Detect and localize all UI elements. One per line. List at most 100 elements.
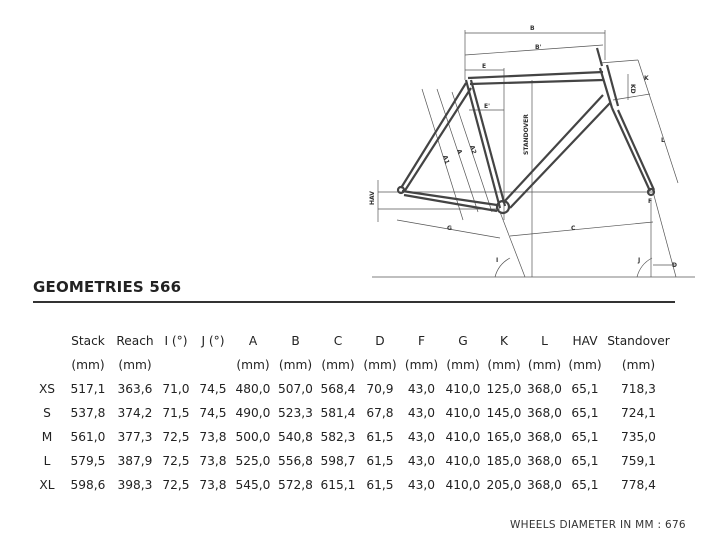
table-row-cell: 718,3: [621, 382, 656, 396]
label-c: C: [571, 225, 576, 232]
header-row-cell: L: [541, 334, 548, 348]
table-row-cell: 579,5: [70, 454, 106, 468]
table-row-cell: 387,9: [117, 454, 153, 468]
table-row-cell: 61,5: [366, 454, 394, 468]
table-row-cell: 72,5: [162, 478, 190, 492]
table-row-cell: 537,8: [70, 406, 106, 420]
label-e-prime: E': [484, 103, 490, 110]
table-row-cell: 545,0: [235, 478, 271, 492]
table-row-cell: 374,2: [117, 406, 153, 420]
table-row-cell: 73,8: [199, 454, 227, 468]
label-hav: HAV: [369, 191, 376, 205]
table-row-cell: XL: [39, 478, 55, 492]
table-row-cell: 523,3: [278, 406, 313, 420]
label-j: J: [637, 257, 640, 264]
label-d: D: [672, 262, 677, 269]
table-row-cell: XS: [38, 382, 56, 396]
table-row: S 537,8 374,2 71,5 74,5 490,0 523,3 581,4 67,8 43…: [30, 401, 672, 425]
header-row-cell: B: [291, 334, 300, 348]
table-row-cell: 615,1: [320, 478, 356, 492]
table-row-cell: 525,0: [235, 454, 271, 468]
label-a1: A1: [441, 154, 450, 165]
label-l: L: [661, 137, 665, 144]
units-row-cell: (mm): [446, 358, 480, 372]
label-a: A: [455, 148, 463, 155]
wheels-diameter-note: WHEELS DIAMETER IN MM : 676: [510, 519, 686, 531]
table-row-cell: 43,0: [407, 406, 436, 420]
table-row-cell: 43,0: [407, 454, 436, 468]
table-row-cell: 759,1: [621, 454, 656, 468]
table-row-cell: 72,5: [162, 430, 190, 444]
table-row-cell: 73,8: [199, 478, 227, 492]
table-row-cell: 368,0: [527, 478, 562, 492]
table-row-cell: 73,8: [199, 430, 227, 444]
table-row-cell: 71,5: [162, 406, 190, 420]
table-row-cell: 65,1: [571, 406, 599, 420]
label-b: B: [530, 25, 535, 32]
table-row-cell: 377,3: [117, 430, 153, 444]
table-row-cell: 410,0: [445, 406, 481, 420]
frame-geometry-diagram: B B' E E' A1 A A2 STANDOVER K KD L HAV G…: [369, 25, 695, 278]
table-row-cell: 61,5: [366, 478, 394, 492]
table-row-cell: 368,0: [527, 430, 562, 444]
table-row-cell: 598,6: [70, 478, 106, 492]
units-row-cell: [194, 353, 232, 377]
header-row-cell: Stack: [71, 334, 105, 348]
table-row-cell: 70,9: [366, 382, 394, 396]
table-row-cell: 368,0: [527, 382, 562, 396]
table-row-cell: 410,0: [445, 382, 481, 396]
header-row-cell: Reach: [116, 334, 154, 348]
units-row-cell: (mm): [118, 358, 152, 372]
table-row-cell: 67,8: [366, 406, 394, 420]
label-kd: KD: [629, 84, 636, 94]
table-row-cell: 724,1: [621, 406, 656, 420]
units-row-cell: (mm): [568, 358, 602, 372]
table-row-cell: 65,1: [571, 382, 599, 396]
header-row-cell: Standover: [607, 334, 670, 348]
table-row-cell: 43,0: [407, 478, 436, 492]
table-row-cell: 735,0: [621, 430, 656, 444]
table-row-cell: 561,0: [70, 430, 106, 444]
units-row-cell: (mm): [71, 358, 105, 372]
table-row-cell: 185,0: [486, 454, 522, 468]
units-row-cell: [30, 353, 64, 377]
table-row-cell: 500,0: [235, 430, 271, 444]
header-row-cell: I (°): [164, 334, 188, 348]
table-row-cell: L: [43, 454, 51, 468]
table-row-cell: S: [43, 406, 51, 420]
label-k: K: [644, 75, 649, 82]
bike-frame: [396, 47, 656, 215]
page-title: GEOMETRIES 566: [33, 278, 182, 296]
units-row-cell: (mm): [487, 358, 521, 372]
table-row-cell: 556,8: [278, 454, 313, 468]
table-row-cell: 125,0: [486, 382, 522, 396]
label-e: E: [482, 63, 486, 70]
title-divider: [33, 301, 675, 303]
units-row-cell: (mm): [527, 358, 562, 372]
header-row-cell: K: [500, 334, 508, 348]
table-row-cell: 490,0: [235, 406, 271, 420]
units-row-cell: (mm): [236, 358, 270, 372]
header-row-cell: [30, 329, 64, 353]
table-row-cell: 410,0: [445, 478, 481, 492]
table-row-cell: 398,3: [117, 478, 153, 492]
header-row-cell: HAV: [572, 334, 598, 348]
label-g: G: [447, 225, 452, 232]
table-row-cell: 507,0: [278, 382, 313, 396]
table-row-cell: 517,1: [70, 382, 106, 396]
label-a2: A2: [468, 144, 477, 155]
table-row-cell: 43,0: [407, 430, 436, 444]
header-row-cell: D: [375, 334, 385, 348]
header-row-cell: C: [333, 334, 343, 348]
table-row-cell: 368,0: [527, 454, 562, 468]
units-row-cell: (mm): [278, 358, 313, 372]
table-row-cell: 568,4: [320, 382, 356, 396]
table-row-cell: 581,4: [320, 406, 356, 420]
units-row-cell: (mm): [404, 358, 439, 372]
table-row-cell: 74,5: [199, 406, 227, 420]
table-row-cell: 145,0: [486, 406, 522, 420]
table-row-cell: 65,1: [571, 454, 599, 468]
